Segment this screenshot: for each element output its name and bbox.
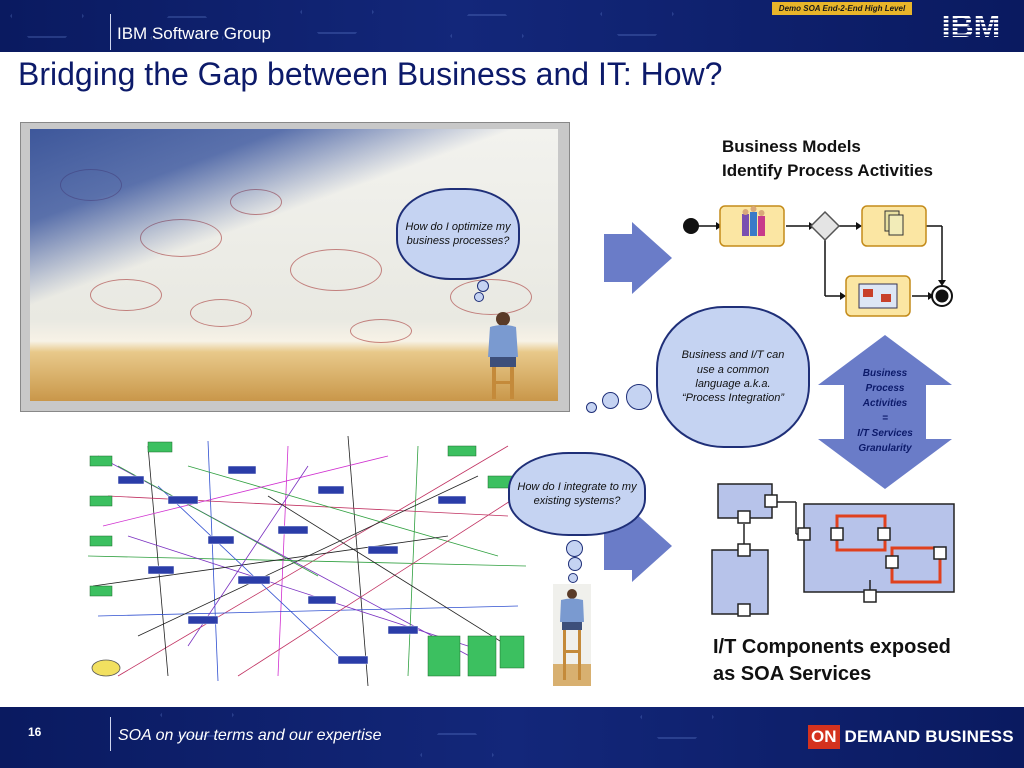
double-arrow-line6: Granularity bbox=[858, 443, 912, 454]
port-icon bbox=[885, 555, 899, 569]
double-arrow-line1: Business bbox=[862, 368, 908, 379]
page-title: Bridging the Gap between Business and IT… bbox=[18, 56, 723, 92]
thought-bubble-dot bbox=[586, 402, 597, 413]
double-arrow-line3: Activities bbox=[862, 398, 908, 409]
double-arrow-line5: I/T Services bbox=[857, 428, 913, 439]
thought-bubble-dot bbox=[474, 292, 484, 302]
it-components-line1: I/T Components exposed bbox=[713, 636, 951, 658]
footer-divider bbox=[110, 717, 111, 751]
port-icon bbox=[863, 589, 877, 603]
thought-bubble-dot bbox=[566, 540, 583, 557]
whiteboard-scene bbox=[30, 129, 558, 401]
port-icon bbox=[737, 543, 751, 557]
page-number: 16 bbox=[28, 725, 42, 739]
thought-bubble-dot bbox=[568, 557, 582, 571]
it-components-diagram bbox=[711, 483, 955, 617]
port-icon bbox=[933, 546, 947, 560]
double-arrow-label: Business Process Activities = I/T Servic… bbox=[845, 366, 925, 456]
cloud-integrate: How do I integrate to my existing system… bbox=[508, 452, 646, 536]
business-models-line1: Business Models bbox=[722, 137, 861, 156]
thought-bubble-dot bbox=[602, 392, 619, 409]
thinker-photo-small bbox=[553, 584, 591, 686]
footer-bar: 16 SOA on your terms and our expertise O… bbox=[0, 707, 1024, 768]
service-diagram-icon bbox=[858, 283, 898, 309]
on-demand-logo-on: ON bbox=[808, 725, 840, 749]
port-icon bbox=[737, 510, 751, 524]
footer-tagline: SOA on your terms and our expertise bbox=[118, 727, 382, 744]
thinker-figure bbox=[488, 312, 518, 399]
cloud-optimize: How do I optimize my business processes? bbox=[396, 188, 520, 280]
it-components-line2: as SOA Services bbox=[713, 663, 872, 685]
on-demand-logo-text: DEMAND BUSINESS bbox=[844, 727, 1014, 746]
right-arrow-upper bbox=[604, 222, 672, 294]
legacy-systems-diagram bbox=[88, 436, 526, 686]
business-models-line2: Identify Process Activities bbox=[722, 161, 934, 180]
start-event-icon bbox=[683, 218, 699, 234]
it-components-heading: I/T Components exposed as SOA Services bbox=[713, 634, 951, 688]
group-label: IBM Software Group bbox=[117, 24, 272, 43]
port-icon bbox=[877, 527, 891, 541]
double-arrow-line4: = bbox=[882, 413, 888, 424]
cloud-common-language: Business and I/T can use a common langua… bbox=[656, 306, 810, 448]
on-demand-logo: ON DEMAND BUSINESS bbox=[808, 724, 1014, 750]
port-icon bbox=[764, 494, 778, 508]
people-icon bbox=[742, 206, 765, 236]
process-flow-diagram bbox=[683, 205, 953, 317]
gateway-diamond-icon bbox=[809, 210, 841, 242]
ibm-logo: IBM bbox=[942, 8, 1001, 42]
port-icon bbox=[830, 527, 844, 541]
business-models-heading: Business Models Identify Process Activit… bbox=[722, 135, 933, 183]
document-icon bbox=[884, 210, 904, 236]
port-icon bbox=[797, 527, 811, 541]
thought-bubble-dot bbox=[477, 280, 489, 292]
header-divider bbox=[110, 14, 111, 50]
demo-tag: Demo SOA End-2-End High Level bbox=[772, 2, 912, 15]
thought-bubble-dot bbox=[568, 573, 578, 583]
port-icon bbox=[737, 603, 751, 617]
double-arrow-shape bbox=[818, 335, 952, 489]
svg-text:IBM: IBM bbox=[942, 8, 1001, 42]
thought-bubble-dot bbox=[626, 384, 652, 410]
double-arrow-line2: Process bbox=[865, 383, 905, 394]
